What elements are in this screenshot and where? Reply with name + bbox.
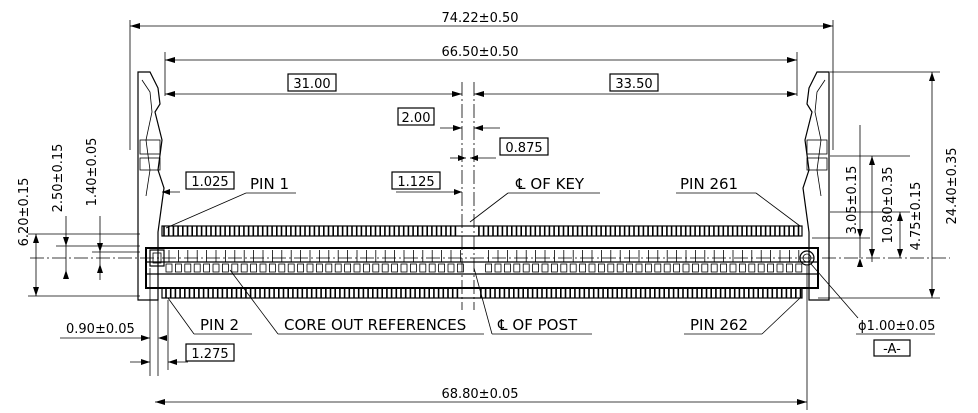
dimension-key-width: 2.00 — [397, 107, 500, 131]
pin1-label: PIN 1 — [250, 175, 289, 193]
dimension-left-segment: 31.00 — [165, 73, 462, 97]
pin261-label: PIN 261 — [680, 175, 738, 193]
right-segment-label: 33.50 — [615, 77, 652, 92]
height-total-left-label: 6.20±0.15 — [17, 178, 32, 247]
dimension-height-total-left: 6.20±0.15 — [17, 178, 140, 297]
key-offset-label: 0.875 — [505, 141, 542, 156]
left-pin-offset-label: 1.025 — [191, 175, 228, 190]
height-small-left-label: 1.40±0.05 — [85, 138, 100, 207]
dimension-inner-width: 66.50±0.50 — [164, 45, 798, 96]
dimension-height-tiny-right: 3.05±0.15 — [812, 125, 870, 267]
pin2-label: PIN 2 — [200, 316, 239, 334]
left-segment-label: 31.00 — [293, 77, 330, 92]
callout-pin1: PIN 1 — [165, 175, 296, 229]
dimension-height-small-right: 4.75±0.15 — [830, 182, 924, 258]
dimension-height-small-left: 1.40±0.05 — [85, 138, 140, 280]
height-tiny-right-label: 3.05±0.15 — [845, 166, 860, 235]
dimension-height-total-right: 24.40±0.35 — [818, 71, 960, 299]
pin262-label: PIN 262 — [690, 316, 748, 334]
height-small-right-label: 4.75±0.15 — [909, 182, 924, 251]
connector-body — [137, 71, 830, 301]
bottom-width-label: 68.80±0.05 — [441, 387, 518, 402]
left-bottom-box-label: 1.275 — [191, 347, 228, 362]
core-out-label: CORE OUT REFERENCES — [284, 316, 466, 334]
callout-post: ℄ OF POST — [473, 267, 592, 335]
inner-width-label: 66.50±0.50 — [441, 45, 518, 60]
dimension-overall-width: 74.22±0.50 — [129, 11, 834, 150]
hole-diameter-label: ϕ1.00±0.05 — [858, 319, 935, 334]
callout-pin2: PIN 2 — [167, 297, 252, 335]
top-pin-row — [163, 226, 800, 236]
callout-pin261: PIN 261 — [676, 175, 801, 227]
height-mid-right-label: 10.80±0.35 — [881, 166, 896, 243]
callout-pin262: PIN 262 — [684, 297, 801, 335]
callout-key: ℄ OF KEY — [469, 175, 600, 223]
dimension-key-offset: 0.875 — [450, 137, 549, 161]
key-width-label: 2.00 — [402, 111, 431, 126]
bottom-pin-row — [165, 288, 802, 298]
left-bottom-offset-label: 0.90±0.05 — [66, 322, 135, 337]
dimension-right-segment: 33.50 — [474, 73, 797, 97]
cl-key-label: ℄ OF KEY — [515, 175, 585, 193]
key-pin-offset-label: 1.125 — [397, 175, 434, 190]
callout-core-out: CORE OUT REFERENCES — [229, 269, 484, 335]
datum-label: -A- — [883, 342, 901, 357]
cl-post-label: ℄ OF POST — [497, 316, 578, 334]
dimension-left-pin-offset: 1.025 — [162, 171, 235, 195]
core-out-cells — [165, 250, 803, 273]
dimension-height-mid-right: 10.80±0.35 — [830, 155, 910, 262]
dimension-left-bottom-offset: 0.90±0.05 1.275 — [60, 262, 235, 376]
height-mid-left-label: 2.50±0.15 — [51, 144, 66, 213]
dimension-bottom-width: 68.80±0.05 — [155, 266, 808, 410]
overall-width-label: 74.22±0.50 — [441, 11, 518, 26]
callout-hole: ϕ1.00±0.05 -A- — [810, 263, 935, 357]
height-total-right-label: 24.40±0.35 — [945, 147, 960, 224]
dimension-key-pin-offset: 1.125 — [391, 171, 462, 195]
